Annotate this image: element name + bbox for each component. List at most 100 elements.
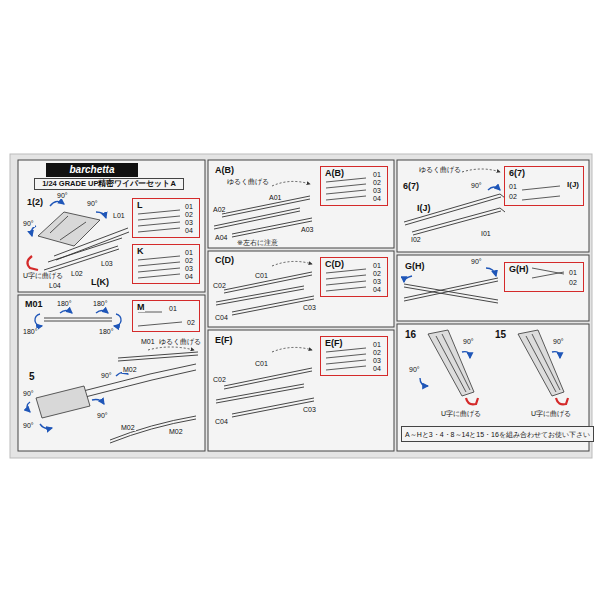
- bend-arrow: [462, 169, 500, 172]
- bend-arrow: [404, 276, 412, 282]
- part-number: 02: [373, 349, 381, 356]
- part-number: 01: [185, 203, 193, 210]
- callout-label: C02: [212, 282, 227, 289]
- part-number: 01: [185, 249, 193, 256]
- part-sketch: [532, 268, 564, 278]
- callout-label: C02: [212, 376, 227, 383]
- bend-arrow: [114, 314, 121, 326]
- part-group-label: G(H): [509, 265, 529, 274]
- wiper-arm-bracket: [38, 212, 100, 246]
- part-number: 03: [373, 357, 381, 364]
- wiper-blade: [404, 278, 498, 303]
- part-number: 04: [185, 227, 193, 234]
- note-box: A～Hと3・4・8～14と15・16を組み合わせてお使い下さい: [401, 426, 594, 442]
- part-group-label: M: [137, 303, 145, 312]
- bend-arrow: [32, 226, 37, 236]
- callout-label: M02: [120, 424, 136, 431]
- callout-label: 5: [28, 372, 36, 382]
- bend-arrow: [420, 378, 428, 386]
- part-number: 01: [373, 171, 381, 178]
- panel: [18, 160, 205, 292]
- callout-label: 1(2): [26, 198, 44, 207]
- u-bend-mark: [556, 398, 568, 404]
- bend-arrow: [92, 400, 104, 405]
- part-number: 02: [187, 319, 195, 326]
- note-text: A～Hと3・4・8～14と15・16を組み合わせてお使い下さい: [405, 431, 590, 438]
- callout-label: U字に曲げる: [22, 272, 64, 279]
- part-number: 03: [185, 265, 193, 272]
- sheet: [10, 154, 592, 458]
- callout-label: A(B): [214, 166, 235, 175]
- callout-label: L04: [48, 282, 62, 289]
- part-sketch: [138, 210, 180, 232]
- callout-label: A04: [214, 234, 228, 241]
- part-sketch: [326, 178, 366, 200]
- part-number: 02: [569, 279, 577, 286]
- callout-label: ゆるく曲げる: [226, 178, 270, 185]
- part-group-label: A(B): [325, 169, 344, 178]
- callout-label: 6(7): [402, 182, 420, 191]
- bend-arrow: [552, 352, 560, 358]
- panel: [397, 255, 589, 321]
- wiper-arm-bracket: [36, 386, 90, 418]
- callout-label: E(F): [214, 336, 234, 345]
- callout-label: A01: [268, 194, 282, 201]
- callout-label: 90°: [470, 258, 483, 265]
- bend-arrow: [96, 212, 106, 218]
- bend-arrow: [486, 268, 496, 276]
- bend-arrow: [272, 261, 312, 266]
- bend-arrow: [272, 347, 312, 352]
- part-group-label: C(D): [325, 260, 344, 269]
- part-number: 03: [373, 278, 381, 285]
- callout-label: C01: [254, 360, 269, 367]
- bend-arrow: [40, 424, 52, 429]
- parts-box: E(F)01020304: [320, 336, 388, 376]
- callout-label: M01: [24, 300, 44, 309]
- bend-arrow: [35, 314, 42, 326]
- callout-label: 90°: [22, 390, 35, 397]
- part-number: 03: [185, 219, 193, 226]
- callout-label: 90°: [96, 412, 109, 419]
- callout-label: 90°: [552, 338, 565, 345]
- callout-label: I(J): [416, 204, 432, 213]
- part-number: I(J): [567, 181, 579, 189]
- u-bend-mark: [27, 256, 38, 270]
- bend-arrow: [272, 181, 310, 186]
- callout-label: 90°: [408, 366, 421, 373]
- callout-label: A03: [300, 226, 314, 233]
- wiper-part: [44, 318, 112, 321]
- parts-box: G(H)0102: [504, 262, 584, 292]
- callout-label: C(D): [214, 256, 235, 265]
- bend-arrow: [50, 201, 64, 206]
- part-number: 04: [185, 273, 193, 280]
- callout-label: A02: [212, 206, 226, 213]
- brand-logo: barchetta: [46, 163, 138, 177]
- wiper-bracket: [428, 330, 474, 396]
- callout-label: U字に曲げる: [440, 410, 482, 417]
- callout-label: 90°: [100, 372, 113, 379]
- part-sketch: [138, 256, 180, 278]
- u-bend-mark: [466, 398, 478, 404]
- wiper-blade: [216, 368, 314, 417]
- bend-arrow: [148, 347, 194, 350]
- part-number: 02: [185, 257, 193, 264]
- callout-label: 15: [494, 330, 507, 340]
- bend-arrow: [60, 311, 72, 314]
- parts-box: A(B)01020304: [320, 166, 388, 206]
- part-group-label: L: [137, 201, 143, 210]
- wiper-blade: [214, 196, 312, 237]
- callout-label: I02: [410, 236, 422, 243]
- callout-label: C04: [214, 418, 229, 425]
- part-number: 01: [509, 183, 517, 190]
- part-number: 04: [373, 195, 381, 202]
- panel: [397, 160, 589, 252]
- part-group-label: K: [137, 247, 144, 256]
- parts-box: C(D)01020304: [320, 257, 388, 297]
- callout-label: C04: [214, 314, 229, 321]
- part-number: 01: [373, 341, 381, 348]
- callout-label: C03: [302, 406, 317, 413]
- part-number: 02: [373, 270, 381, 277]
